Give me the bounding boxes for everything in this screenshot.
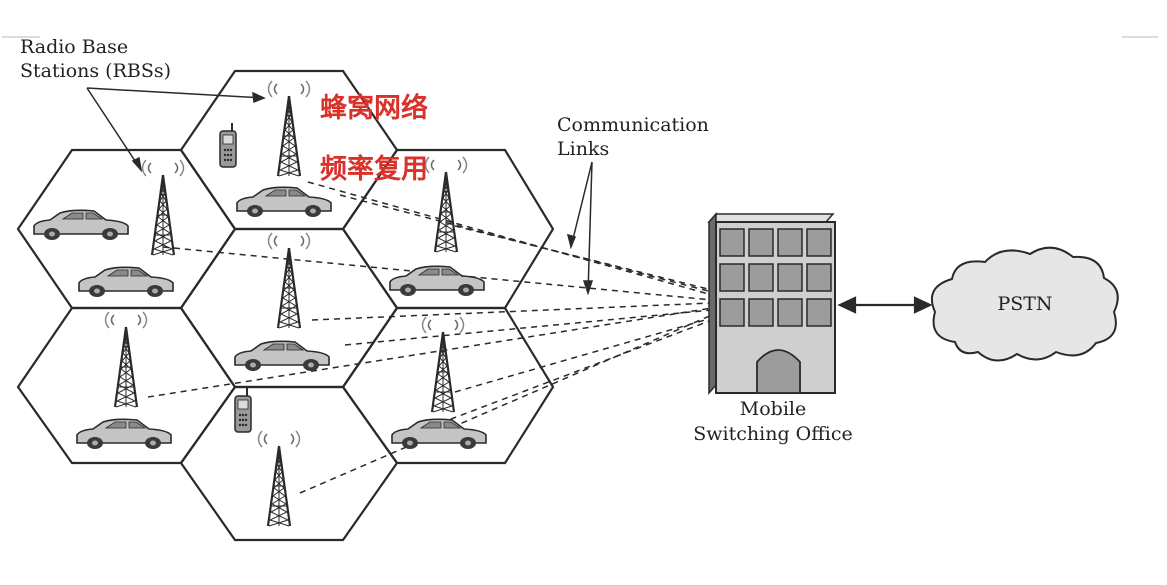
car-icon bbox=[78, 266, 174, 298]
comm-link-pointer-arrows bbox=[566, 161, 594, 296]
mso-label-line2: Switching Office bbox=[693, 423, 852, 445]
pstn-cloud bbox=[930, 246, 1119, 362]
pstn-label: PSTN bbox=[997, 293, 1052, 315]
car-icon bbox=[391, 418, 487, 450]
annotation-frequency-reuse: 频率复用 bbox=[320, 153, 428, 185]
car-icon bbox=[236, 186, 332, 218]
rbs-label-line1: Radio Base bbox=[20, 36, 128, 58]
tower-icon bbox=[257, 429, 301, 528]
pstn-connection-arrow bbox=[837, 296, 933, 314]
car-icon bbox=[33, 209, 129, 241]
car-icon bbox=[76, 418, 172, 450]
car-icon bbox=[234, 340, 330, 372]
mobile-phone-icon bbox=[219, 122, 237, 168]
annotation-cellular-network: 蜂窝网络 bbox=[320, 92, 428, 124]
mobile-phone-icon bbox=[234, 387, 252, 433]
tower-icon bbox=[424, 155, 468, 254]
rbs-label-line2: Stations (RBSs) bbox=[20, 60, 171, 82]
radio-base-stations bbox=[104, 79, 468, 528]
mobile-switching-office-building bbox=[707, 212, 836, 395]
communication-link-lines bbox=[147, 181, 713, 494]
tower-icon bbox=[104, 310, 148, 409]
tower-icon bbox=[267, 231, 311, 330]
comm-links-label-line1: Communication bbox=[557, 114, 709, 136]
cell-bottom-center bbox=[179, 385, 399, 542]
mso-label-line1: Mobile bbox=[740, 398, 806, 420]
hexagon-cells bbox=[16, 69, 555, 542]
tower-icon bbox=[141, 158, 185, 257]
tower-icon bbox=[267, 79, 311, 178]
comm-links-label-line2: Links bbox=[557, 138, 609, 160]
vehicles bbox=[33, 186, 487, 450]
rbs-pointer-arrows bbox=[86, 87, 266, 173]
tower-icon bbox=[421, 315, 465, 414]
